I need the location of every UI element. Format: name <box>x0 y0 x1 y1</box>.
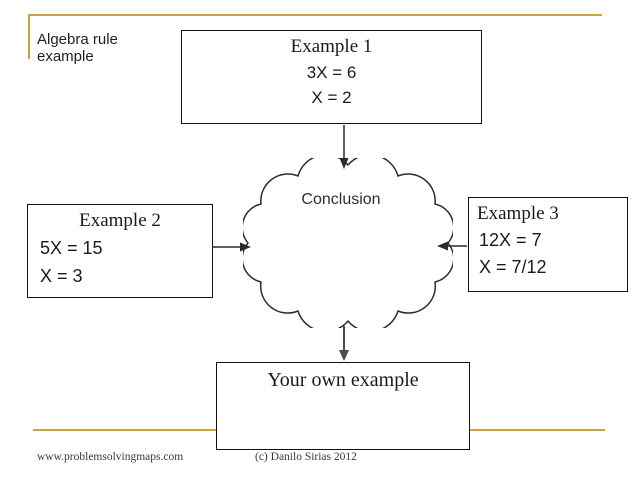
footer-copyright: (c) Danilo Sirias 2012 <box>255 451 357 463</box>
example2-box: Example 2 5X = 15 X = 3 <box>27 204 213 298</box>
example1-box: Example 1 3X = 6 X = 2 <box>181 30 482 124</box>
example2-title: Example 2 <box>79 210 161 231</box>
example3-equation-2: X = 7/12 <box>479 257 547 277</box>
example2-equation-1: 5X = 15 <box>40 238 103 258</box>
footer-website: www.problemsolvingmaps.com <box>37 451 184 463</box>
example1-equation-1: 3X = 6 <box>306 63 357 82</box>
example2-equation-2: X = 3 <box>40 266 83 286</box>
example3-equation-1: 12X = 7 <box>479 230 542 250</box>
accent-line-top <box>28 14 602 16</box>
conclusion-label: Conclusion <box>301 191 381 208</box>
your-own-example-title: Your own example <box>267 369 419 391</box>
example1-title: Example 1 <box>290 36 373 57</box>
example3-box: Example 3 12X = 7 X = 7/12 <box>468 197 628 292</box>
slide-title: Algebra rule example <box>37 31 118 65</box>
your-own-example-box: Your own example <box>216 362 470 450</box>
accent-line-left <box>28 14 30 59</box>
arrow-conclusion-to-your-own <box>339 326 349 361</box>
example1-equation-2: X = 2 <box>311 88 352 107</box>
example3-title: Example 3 <box>477 203 559 224</box>
conclusion-cloud-shape <box>243 158 453 328</box>
